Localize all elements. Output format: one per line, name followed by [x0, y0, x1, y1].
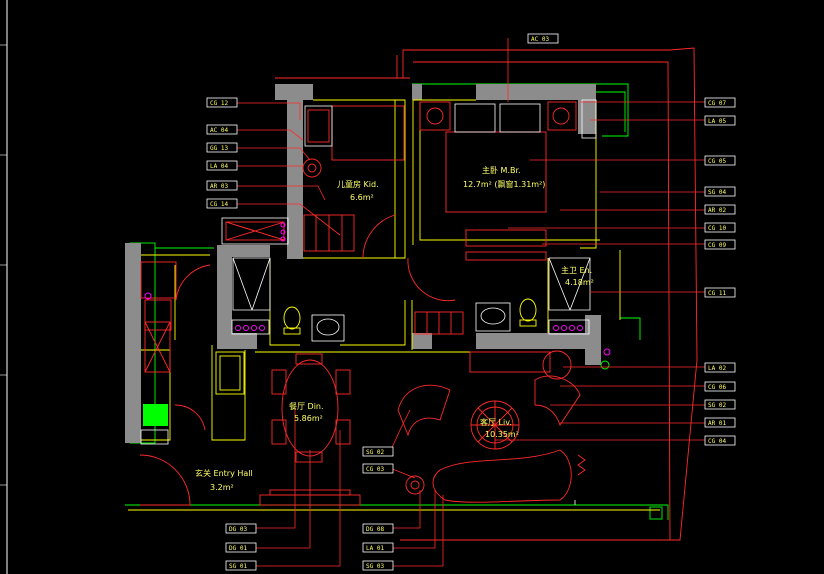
room-label-kid-area: 6.6m²	[350, 193, 374, 202]
tag-dg03: DG 03	[225, 523, 257, 534]
room-label-master-name: 主卧 M.Br.	[482, 165, 521, 175]
room-label-living-area: 10.35m²	[485, 430, 519, 439]
outer-boundary	[275, 47, 698, 541]
tag-cg11: CG 11	[704, 287, 736, 298]
room-label-kid-name: 儿童房 Kid.	[337, 179, 379, 189]
tag-cg06: CG 06	[704, 381, 736, 392]
svg-text:DG 01: DG 01	[229, 545, 247, 552]
svg-text:CG 05: CG 05	[708, 158, 726, 165]
svg-text:DG 08: DG 08	[366, 526, 384, 533]
tag-sg02: SG 02	[704, 399, 736, 410]
svg-text:SG 02: SG 02	[366, 449, 384, 456]
svg-text:SG 04: SG 04	[708, 189, 726, 196]
tag-cg10: CG 10	[704, 222, 736, 233]
svg-text:SG 01: SG 01	[229, 563, 247, 570]
walls	[125, 84, 601, 443]
svg-text:CG 04: CG 04	[708, 438, 726, 445]
tag-cg09: CG 09	[704, 239, 736, 250]
room-label-living-name: 客厅 Liv.	[480, 417, 512, 427]
svg-text:SG 02: SG 02	[708, 402, 726, 409]
leader-lines	[237, 38, 705, 567]
tag-ar01: AR 01	[704, 417, 736, 428]
svg-text:CG 12: CG 12	[210, 100, 228, 107]
svg-text:AR 03: AR 03	[210, 183, 228, 190]
tag-cg12: CG 12	[206, 97, 238, 108]
tag-sg03: SG 03	[362, 560, 394, 571]
room-label-master-area: 12.7m² (飘窗1.31m²)	[463, 179, 545, 189]
room-label-dining-name: 餐厅 Din.	[289, 402, 324, 411]
tag-la02: LA 02	[704, 362, 736, 373]
partition-walls	[141, 99, 621, 441]
tag-ar03: AR 03	[206, 180, 238, 191]
svg-text:CG 14: CG 14	[210, 201, 228, 208]
svg-text:CG 10: CG 10	[708, 225, 726, 232]
svg-text:CG 09: CG 09	[708, 242, 726, 249]
tag-cg03: CG 03	[362, 463, 394, 474]
room-labels: 儿童房 Kid. 6.6m² 主卧 M.Br. 12.7m² (飘窗1.31m²…	[195, 165, 594, 492]
tag-dg01: DG 01	[225, 542, 257, 553]
callout-tags: AC 03 CG 12 AC 04 GG 13 LA 04 AR 03 CG 1…	[206, 33, 736, 571]
svg-text:CG 03: CG 03	[366, 466, 384, 473]
svg-text:GG 13: GG 13	[210, 145, 228, 152]
tag-gg13: GG 13	[206, 142, 238, 153]
svg-text:CG 11: CG 11	[708, 290, 726, 297]
svg-text:AR 01: AR 01	[708, 420, 726, 427]
svg-text:LA 02: LA 02	[708, 365, 726, 372]
svg-text:AC 04: AC 04	[210, 127, 228, 134]
green-frames	[125, 83, 669, 520]
room-label-dining-area: 5.86m²	[294, 414, 323, 423]
svg-text:LA 04: LA 04	[210, 163, 228, 170]
tag-la01: LA 01	[362, 542, 394, 553]
svg-text:LA 01: LA 01	[366, 545, 384, 552]
svg-text:SG 03: SG 03	[366, 563, 384, 570]
svg-text:AR 02: AR 02	[708, 207, 726, 214]
svg-text:DG 03: DG 03	[229, 526, 247, 533]
svg-text:AC 03: AC 03	[531, 36, 549, 43]
tag-sg02b: SG 02	[362, 446, 394, 457]
tag-sg01: SG 01	[225, 560, 257, 571]
tag-sg04: SG 04	[704, 186, 736, 197]
tag-la04: LA 04	[206, 160, 238, 171]
svg-text:LA 05: LA 05	[708, 118, 726, 125]
room-label-bath-area: 4.18m²	[565, 278, 594, 287]
tag-ac04: AC 04	[206, 124, 238, 135]
tag-dg08: DG 08	[362, 523, 394, 534]
room-label-entry-area: 3.2m²	[210, 483, 234, 492]
svg-text:CG 06: CG 06	[708, 384, 726, 391]
room-label-entry-name: 玄关 Entry Hall	[195, 468, 253, 478]
svg-text:CG 07: CG 07	[708, 100, 726, 107]
room-label-bath-name: 主卫 En.	[561, 265, 592, 275]
tag-ac03: AC 03	[527, 33, 559, 44]
tag-cg04: CG 04	[704, 435, 736, 446]
tag-cg07: CG 07	[704, 97, 736, 108]
tag-cg05: CG 05	[704, 155, 736, 166]
tag-cg14: CG 14	[206, 198, 238, 209]
tag-ar02: AR 02	[704, 204, 736, 215]
tag-la05: LA 05	[704, 115, 736, 126]
